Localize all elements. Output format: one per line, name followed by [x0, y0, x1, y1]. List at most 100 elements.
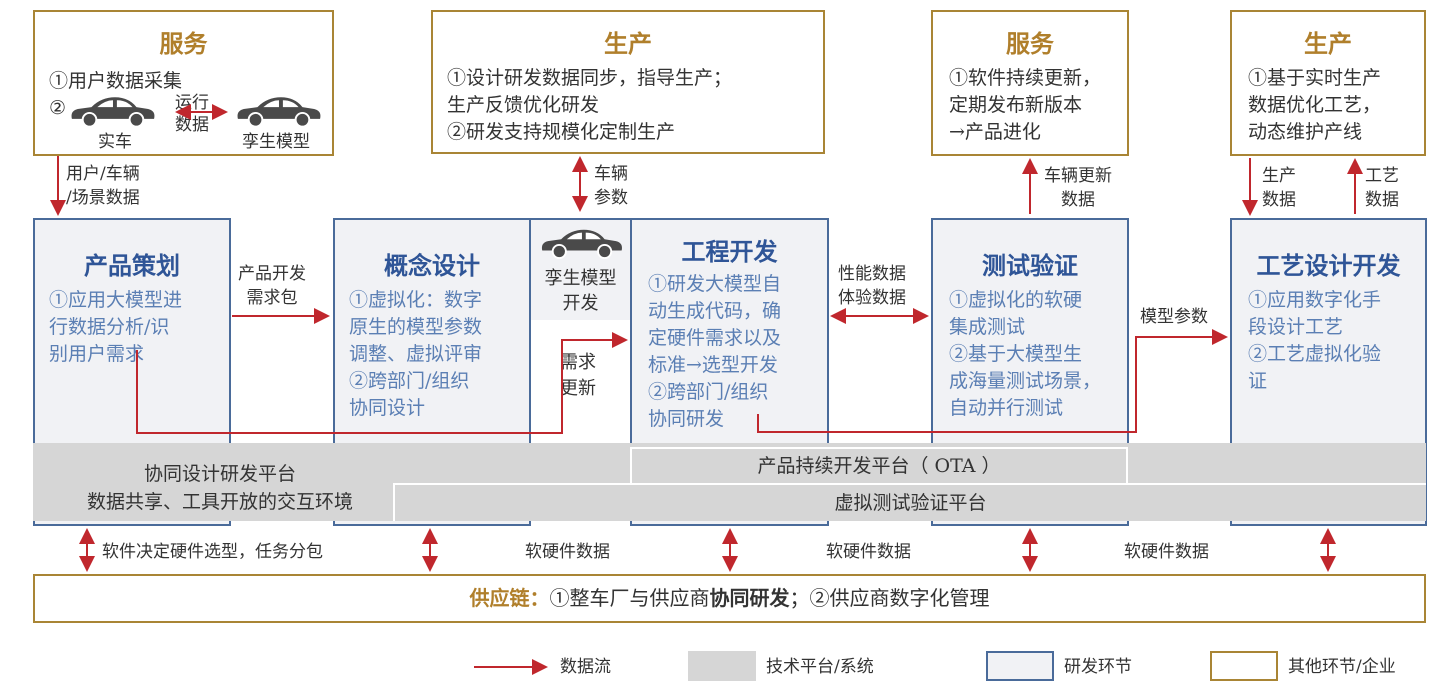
stage-line: 行数据分析/识: [49, 316, 170, 338]
flow-sw-hw-decision: 软件决定硬件选型，任务分包: [102, 542, 323, 562]
flow-vehicle-params: 车辆参数: [594, 162, 628, 210]
flow-label: 用户/车辆: [66, 164, 140, 184]
flow-label: 产品开发: [238, 264, 306, 284]
virtual-test-platform-label: 虚拟测试验证平台: [834, 492, 987, 514]
twin-car-icon: [236, 96, 322, 128]
stage-line: 标准→选型开发: [648, 354, 778, 376]
twin-label: 开发: [562, 293, 599, 314]
flow-label: 需求: [560, 352, 596, 373]
legend-platform-swatch: [688, 651, 756, 681]
supply-chain-title: 供应链：: [469, 586, 550, 610]
stage-line: ②工艺虚拟化验: [1248, 343, 1382, 365]
flow-requirement-package: 产品开发需求包: [238, 262, 306, 310]
flow-label: 需求包: [246, 288, 298, 308]
stage-title: 工程开发: [681, 237, 778, 266]
flow-production-data: 生产数据: [1262, 164, 1296, 212]
box-line: ②: [49, 97, 67, 119]
box-line: ①基于实时生产: [1248, 67, 1382, 89]
flow-label: 数据: [1061, 190, 1095, 210]
real-car-label: 实车: [98, 132, 132, 152]
box-line: ②研发支持规模化定制生产: [447, 121, 676, 143]
stage-line: ①研发大模型自: [648, 273, 782, 295]
stage-line: 动生成代码，确: [648, 300, 782, 322]
flow-label: 工艺: [1365, 166, 1399, 186]
box-line: 生产反馈优化研发: [447, 94, 600, 116]
arrow-model-params: [757, 329, 1228, 433]
stage-line: ①虚拟化的软硬: [949, 289, 1083, 311]
flow-performance-data: 性能数据体验数据: [838, 262, 906, 310]
flow-label: /场景数据: [66, 188, 140, 208]
flow-process-data: 工艺数据: [1365, 164, 1399, 212]
flow-label: 体验数据: [838, 288, 906, 308]
flow-label: 性能数据: [838, 264, 906, 284]
stage-line: ②跨部门/组织: [349, 370, 470, 392]
flow-sw-hw-data: 软硬件数据: [525, 542, 610, 562]
box-title: 生产: [604, 29, 652, 58]
legend-rd: 研发环节: [1064, 657, 1132, 677]
box-service-1: 服务 ①用户数据采集 ② 运行数据 实车 孪生模型: [33, 10, 334, 156]
legend-rd-swatch: [986, 651, 1054, 681]
stage-line: ②跨部门/组织: [648, 381, 769, 403]
stage-title: 概念设计: [384, 251, 480, 280]
stage-line: 集成测试: [949, 316, 1026, 338]
flow-label: 车辆更新: [1044, 166, 1112, 186]
real-car-icon: [70, 96, 156, 128]
legend-other: 其他环节/企业: [1288, 657, 1396, 677]
run-label: 数据: [175, 115, 209, 135]
stage-line: ①应用数字化手: [1248, 289, 1382, 311]
legend-other-swatch: [1210, 651, 1278, 681]
box-line: ①软件持续更新，: [949, 67, 1102, 89]
box-title: 服务: [1006, 29, 1054, 58]
box-production-2: 生产 ①基于实时生产数据优化工艺， 动态维护产线: [1230, 10, 1426, 156]
flow-sw-hw-data: 软硬件数据: [1124, 542, 1209, 562]
stage-line: ①虚拟化：数字: [349, 289, 483, 311]
box-line: 动态维护产线: [1248, 121, 1363, 143]
flow-label: 车辆: [594, 164, 628, 184]
stage-line: 原生的模型参数: [349, 316, 483, 338]
collab-platform-desc: 数据共享、工具开放的交互环境: [86, 491, 353, 513]
box-line: 数据优化工艺，: [1248, 94, 1382, 116]
stage-line: ②基于大模型生: [949, 343, 1083, 365]
supply-chain-box: 供应链：①整车厂与供应商协同研发；②供应商数字化管理: [33, 574, 1426, 623]
flow-user-data: 用户/车辆/场景数据: [66, 162, 140, 210]
flow-vehicle-update: 车辆更新数据: [1044, 164, 1112, 212]
stage-line: 证: [1248, 370, 1268, 392]
box-line: →产品进化: [949, 121, 1041, 143]
flow-label: 参数: [594, 188, 628, 208]
ota-platform-label: 产品持续开发平台（ OTA ）: [757, 455, 1001, 477]
stage-line: 段设计工艺: [1248, 316, 1344, 338]
stage-title: 测试验证: [982, 251, 1078, 280]
box-line: ①设计研发数据同步，指导生产；: [447, 67, 733, 89]
flow-label: 数据: [1365, 190, 1399, 210]
platform-top-band: [33, 443, 1426, 447]
stage-line: 协同设计: [349, 397, 426, 419]
box-line: ①用户数据采集: [49, 70, 183, 92]
stage-line: 别用户需求: [49, 343, 145, 365]
virtual-test-platform: 虚拟测试验证平台: [393, 483, 1426, 521]
twin-car-label: 孪生模型: [242, 132, 310, 152]
box-title: 生产: [1304, 29, 1352, 58]
box-service-2: 服务 ①软件持续更新，定期发布新版本→产品进化: [931, 10, 1129, 156]
box-title: 服务: [159, 29, 208, 58]
collab-platform-title: 协同设计研发平台: [143, 463, 296, 485]
flow-sw-hw-data: 软硬件数据: [826, 542, 911, 562]
stage-line: 自动并行测试: [949, 397, 1064, 419]
flow-label: 更新: [560, 378, 596, 399]
arrow-requirement-update: [136, 332, 628, 434]
legend-data-flow: 数据流: [560, 657, 611, 677]
collab-platform-text: 协同设计研发平台数据共享、工具开放的交互环境: [50, 460, 390, 516]
supply-chain-text: ；②供应商数字化管理: [789, 586, 990, 610]
twin-label: 孪生模型: [544, 268, 617, 289]
stage-title: 产品策划: [84, 251, 180, 280]
stage-product-planning: 产品策划 ①应用大模型进行数据分析/识别用户需求: [33, 218, 231, 526]
flow-model-params: 模型参数: [1140, 307, 1208, 327]
stage-line: 协同研发: [648, 408, 725, 430]
stage-line: 调整、虚拟评审: [349, 343, 483, 365]
stage-line: 定硬件需求以及: [648, 327, 782, 349]
supply-chain-text: ①整车厂与供应商: [549, 586, 710, 610]
flow-label: 生产: [1262, 166, 1296, 186]
twin-model-car-icon: [540, 228, 623, 260]
legend-platform: 技术平台/系统: [766, 657, 874, 677]
